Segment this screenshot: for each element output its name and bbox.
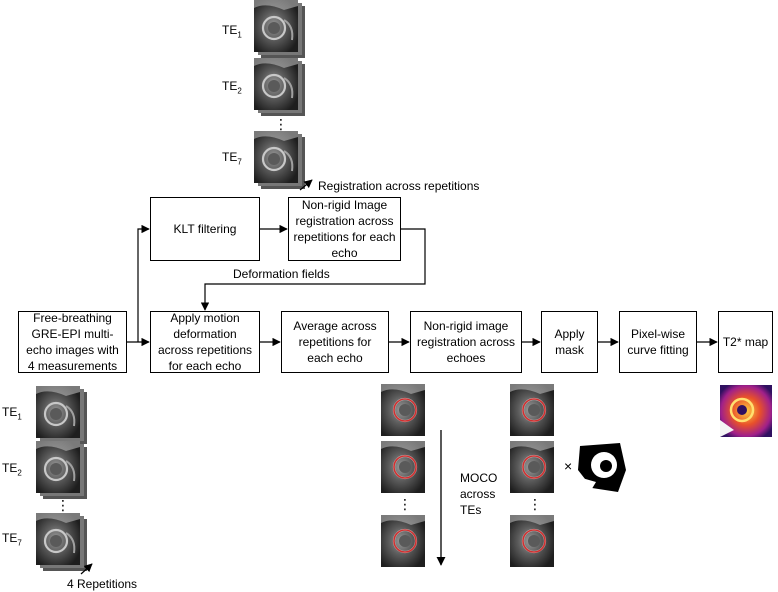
repetitions-label: 4 Repetitions <box>67 577 138 591</box>
registration-across-repetitions-label: Registration across repetitions <box>318 179 480 193</box>
top-image-stack-te1 <box>252 0 305 58</box>
curve-fitting-box: Pixel-wise curve fitting <box>619 311 697 373</box>
ellipsis-bottom: ⋮ <box>56 497 70 513</box>
average-label: Average across repetitions for each echo <box>293 319 377 365</box>
t2-map-image <box>720 385 772 437</box>
bottom-image-stack-te7 <box>34 511 87 571</box>
apply-motion-box: Apply motion deformation across repetiti… <box>150 311 260 373</box>
nonrigid-reps-box: Non-rigid Image registration across repe… <box>288 197 401 261</box>
bottom-image-stack-te2 <box>34 439 87 499</box>
deformation-fields-label: Deformation fields <box>233 267 330 281</box>
t2-map-label: T2* map <box>722 335 769 349</box>
te-label-top-2: TE2 <box>222 79 242 96</box>
te-label-top-1: TE1 <box>222 23 242 40</box>
top-image-stack-te2 <box>252 56 305 116</box>
input-box: Free-breathing GRE-EPI multi-echo images… <box>18 311 127 373</box>
ellipsis-avg: ⋮ <box>398 496 412 512</box>
te-label-bottom-7: TE7 <box>2 531 22 548</box>
te-label-bottom-1: TE1 <box>2 405 22 422</box>
apply-motion-label: Apply motion deformation across repetiti… <box>157 311 253 373</box>
registered-image-te2 <box>508 439 556 495</box>
ellipsis-top: ⋮ <box>274 116 288 132</box>
input-box-label: Free-breathing GRE-EPI multi-echo images… <box>26 311 119 373</box>
averaged-image-te2 <box>379 439 427 495</box>
nonrigid-echoes-box: Non-rigid image registration across echo… <box>410 311 522 373</box>
averaged-image-te1 <box>379 382 427 438</box>
averaged-image-te7 <box>379 513 427 569</box>
registered-image-te7 <box>508 513 556 569</box>
te-label-bottom-2: TE2 <box>2 461 22 478</box>
moco-label: MOCO across TEs <box>460 471 498 517</box>
klt-filtering-label: KLT filtering <box>173 222 237 236</box>
curve-fitting-label: Pixel-wise curve fitting <box>627 327 689 357</box>
top-image-stack-te7 <box>252 129 305 189</box>
te-label-top-7: TE7 <box>222 150 242 167</box>
klt-filtering-box: KLT filtering <box>150 197 260 261</box>
registered-image-te1 <box>508 382 556 438</box>
t2-map-box: T2* map <box>718 311 773 373</box>
apply-mask-label: Apply mask <box>554 327 585 357</box>
mask-image <box>576 441 628 493</box>
multiply-symbol: × <box>564 458 573 474</box>
apply-mask-box: Apply mask <box>541 311 598 373</box>
nonrigid-reps-label: Non-rigid Image registration across repe… <box>293 198 396 260</box>
average-box: Average across repetitions for each echo <box>281 311 389 373</box>
bottom-image-stack-te1 <box>34 384 87 444</box>
ellipsis-reg: ⋮ <box>528 496 542 512</box>
nonrigid-echoes-label: Non-rigid image registration across echo… <box>416 319 516 365</box>
